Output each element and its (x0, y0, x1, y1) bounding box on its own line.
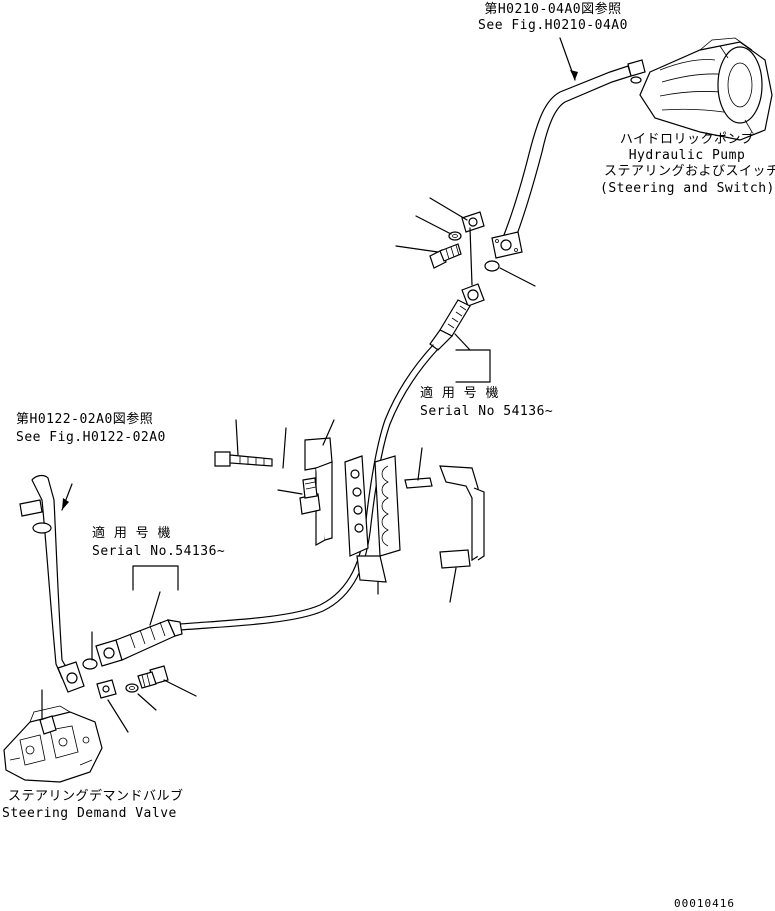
hydraulic-pump-illustration (627, 37, 773, 141)
lower-hose-fitting (95, 619, 183, 667)
serial-bracket-lower (132, 565, 179, 591)
pump-outlet-tube (491, 65, 632, 259)
valve-label-jp: ステアリングデマンドバルブ (8, 789, 184, 804)
upper-flange-assembly (429, 211, 500, 272)
lower-flange-assembly (82, 658, 169, 699)
steering-hose-outline (179, 348, 439, 631)
serial-bracket-upper (455, 349, 491, 383)
clamp-leader-lines (235, 419, 457, 603)
reference-top-jp: 第H0210-04A0図参照 (484, 2, 622, 17)
reference-top-en: See Fig.H0210-04A0 (478, 18, 628, 33)
upper-leader-lines (395, 197, 536, 287)
pump-label-jp1: ハイドロリックポンプ (619, 132, 755, 147)
left-supply-tube (19, 474, 85, 693)
valve-label-en: Steering Demand Valve (2, 806, 177, 821)
drawing-number: 00010416 (674, 897, 735, 910)
serial-lower-jp: 適 用 号 機 (92, 526, 171, 541)
reference-left-jp: 第H0122-02A0図参照 (16, 412, 154, 427)
reference-left-en: See Fig.H0122-02A0 (16, 430, 166, 445)
serial-lower-en: Serial No.54136~ (92, 544, 226, 559)
lower-leader-lines (91, 631, 197, 733)
steering-demand-valve-illustration (3, 705, 103, 783)
pump-label-en2: (Steering and Switch) (600, 181, 775, 196)
serial-upper-en: Serial No 54136~ (420, 404, 554, 419)
upper-hose-fitting (429, 283, 485, 351)
pump-label-en1: Hydraulic Pump (628, 148, 746, 163)
pump-label-jp2: ステアリングおよびスイッチ (604, 164, 775, 179)
hose-clamp-assembly (214, 437, 485, 583)
serial-upper-jp: 適 用 号 機 (420, 386, 499, 401)
